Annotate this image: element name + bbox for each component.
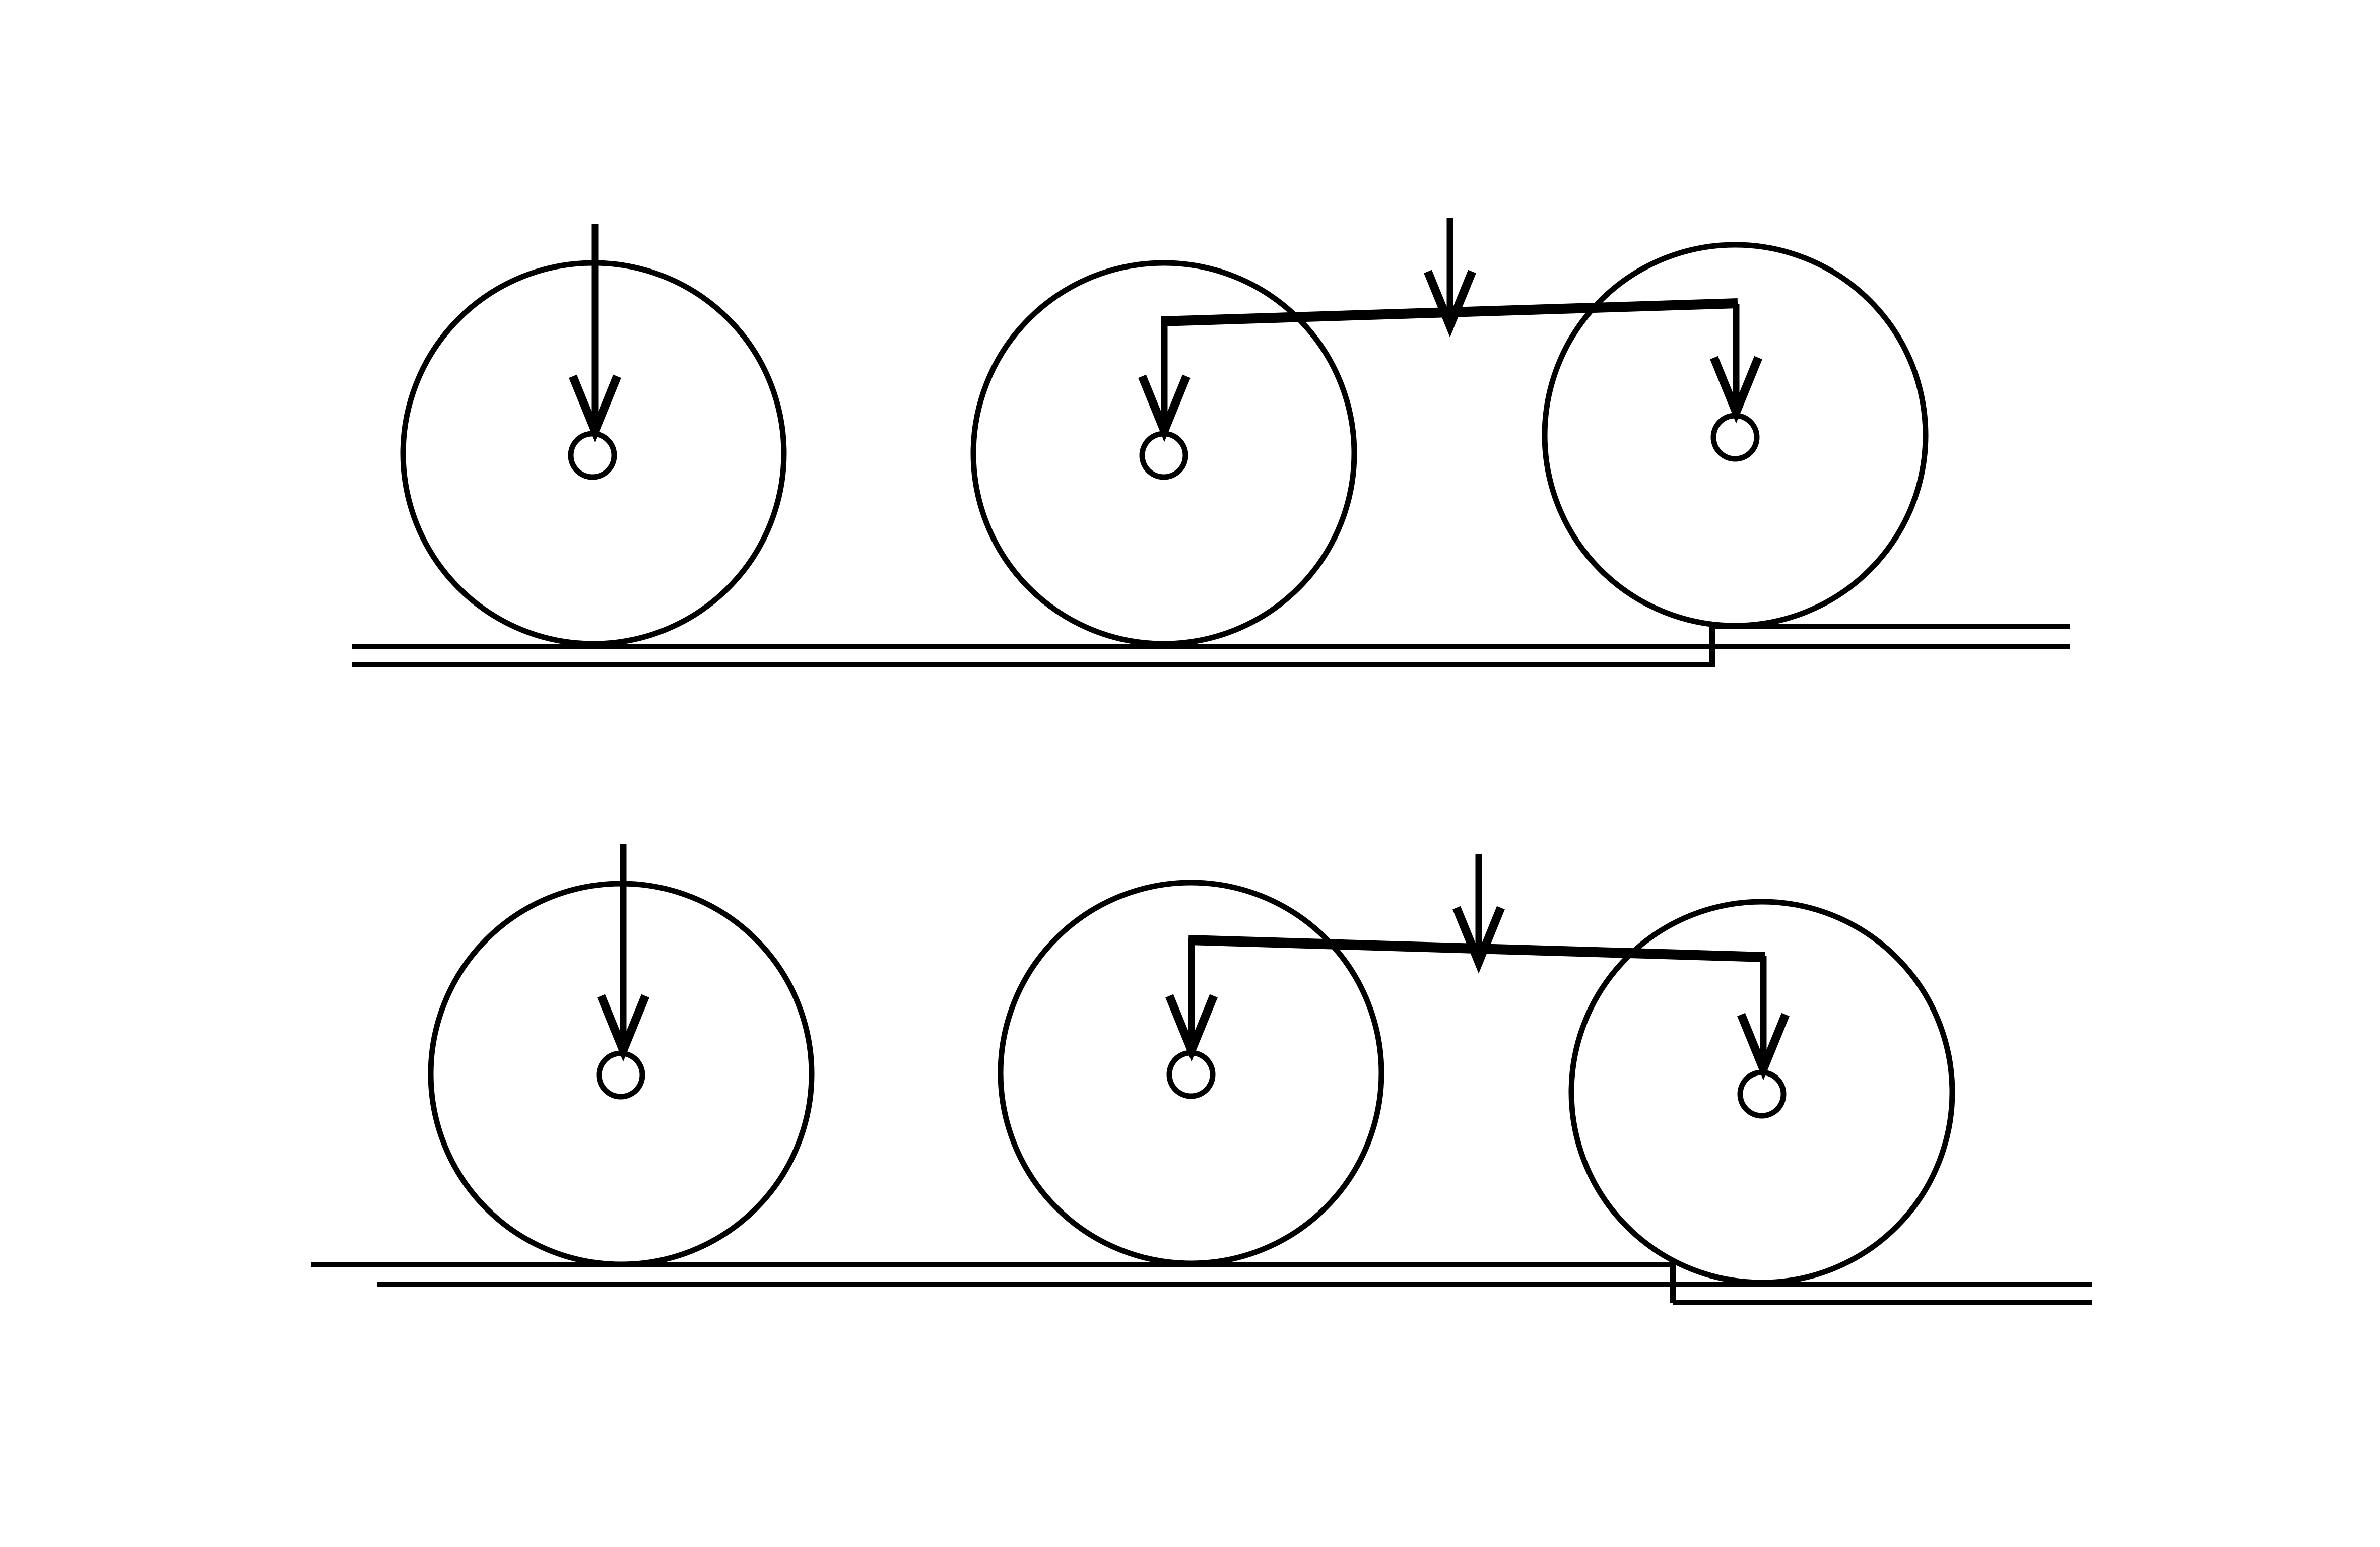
top-beam-right-drop-arrow [1710, 304, 1762, 424]
bottom-left-wheel-force-arrow [597, 844, 649, 1062]
bottom-beam-left-drop-arrow [1165, 938, 1218, 1062]
bottom-diagram-step-down [311, 844, 2092, 1305]
top-beam-right-drop-arrow-head [1710, 356, 1762, 424]
top-diagram-step-up [352, 218, 2070, 667]
top-right-wheel-hub [1710, 413, 1760, 462]
top-beam-center-force-arrow [1424, 218, 1476, 338]
bottom-beam-center-force-arrow-head [1452, 906, 1505, 974]
top-left-wheel-force-arrow-head [569, 374, 621, 442]
bottom-left-wheel-force-arrow-head [597, 994, 649, 1062]
bottom-right-wheel-hub [1737, 1069, 1787, 1119]
top-left-wheel-hub [568, 431, 617, 480]
top-beam-left-drop-arrow [1138, 318, 1191, 442]
bottom-right-wheel [1568, 899, 1955, 1286]
top-right-wheel [1542, 242, 1929, 629]
bottom-beam-right-drop-arrow [1737, 956, 1790, 1081]
top-left-wheel-force-arrow [569, 224, 621, 442]
bottom-middle-wheel [998, 880, 1384, 1266]
bottom-beam-center-force-arrow [1452, 854, 1505, 974]
top-beam-left-drop-arrow-head [1138, 374, 1191, 442]
bottom-beam-left-drop-arrow-head [1165, 994, 1218, 1062]
bottom-left-wheel-hub [596, 1050, 645, 1100]
top-middle-wheel [970, 260, 1357, 647]
top-beam-center-force-arrow-head [1424, 270, 1476, 338]
bottom-beam-right-drop-arrow-head [1737, 1013, 1790, 1081]
